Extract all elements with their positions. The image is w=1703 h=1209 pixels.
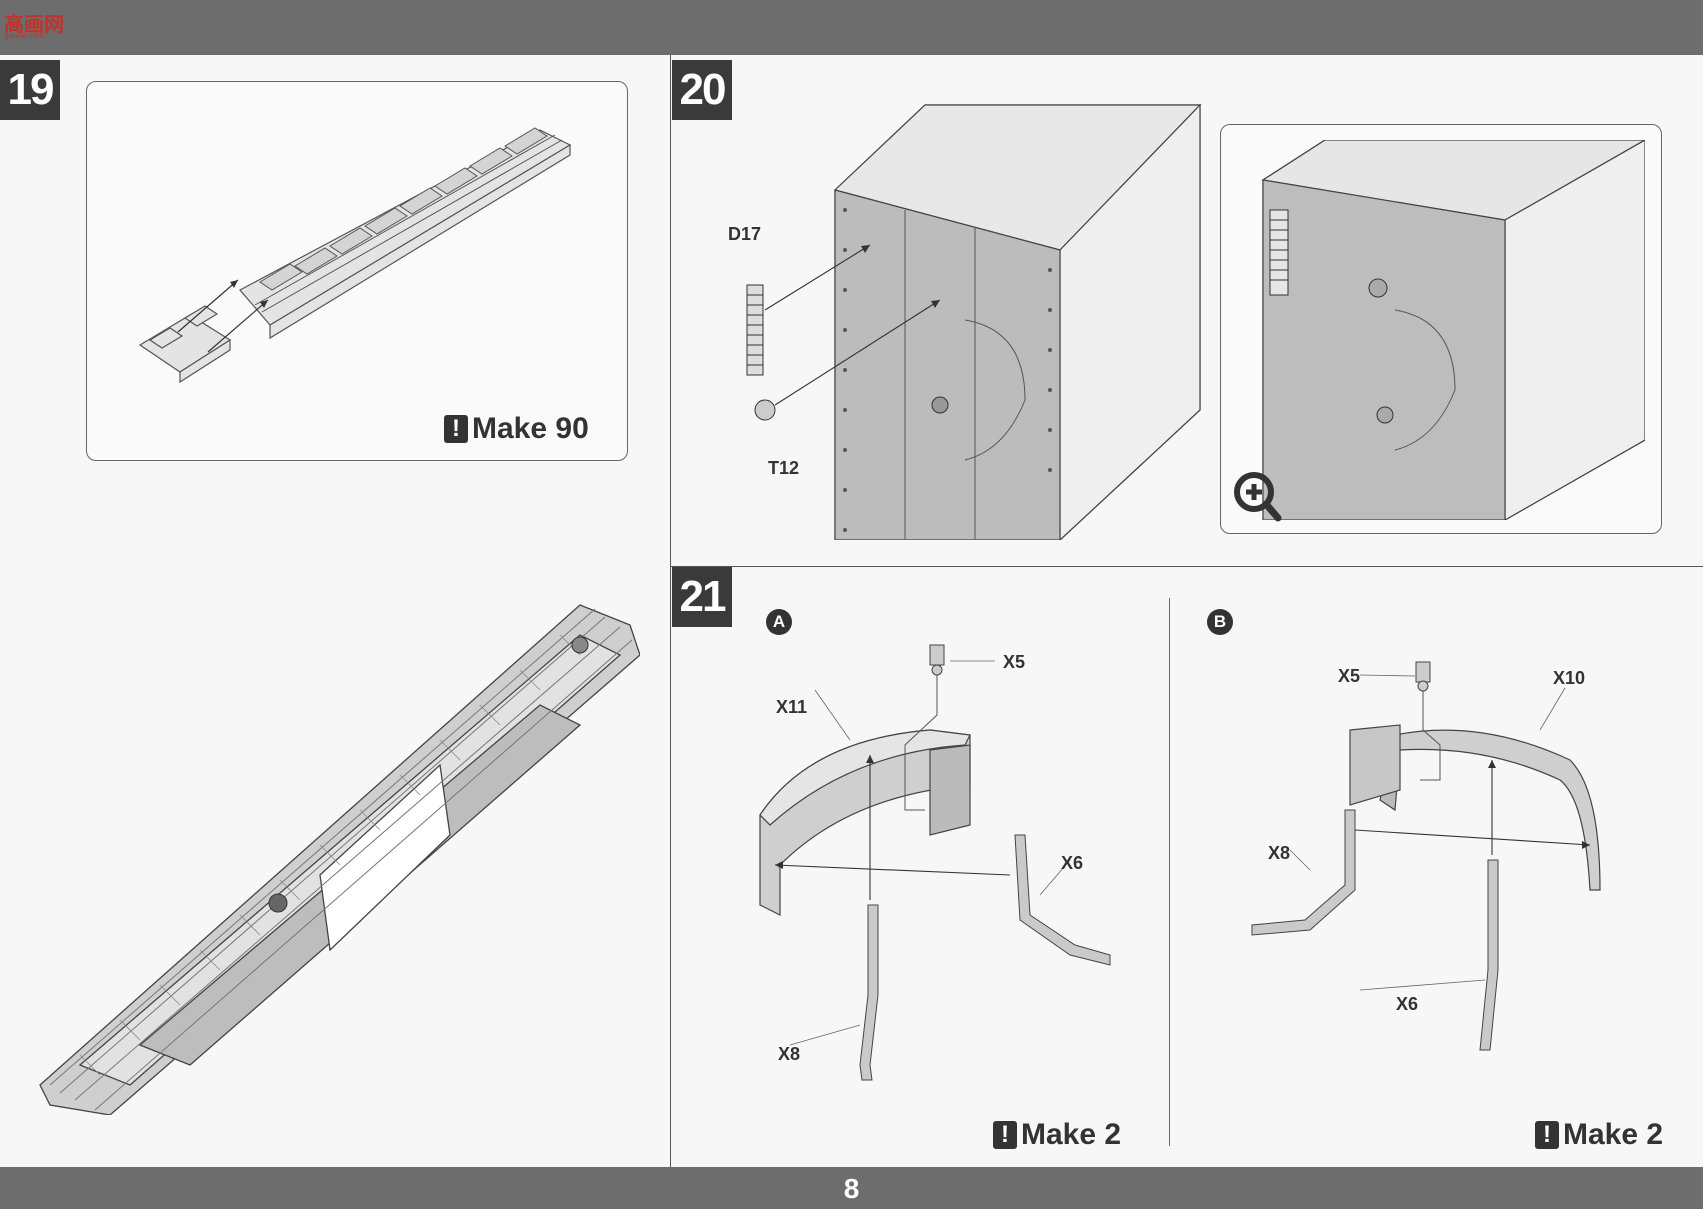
make-90-label: Make 90 xyxy=(472,412,589,445)
header-bar: 高画网 gaohw.com xyxy=(0,0,1703,55)
part-label-d17: D17 xyxy=(728,224,762,244)
zoom-in-icon xyxy=(1234,472,1282,522)
track-link-illustration xyxy=(138,127,572,384)
footer-bar: 8 xyxy=(0,1167,1703,1209)
page-number: 8 xyxy=(843,1173,860,1204)
make-2-label-a: Make 2 xyxy=(1021,1118,1122,1151)
site-logo: 高画网 gaohw.com xyxy=(4,6,68,46)
tank-hull-illustration xyxy=(39,604,640,1115)
make-2-label-b: Make 2 xyxy=(1563,1118,1664,1151)
make-2-note-a: ! Make 2 xyxy=(993,1118,1121,1152)
substep-b-illustration xyxy=(1251,661,1601,1051)
part-label-a-x6: X6 xyxy=(1061,853,1084,873)
part-label-t12: T12 xyxy=(768,458,800,478)
hull-section-illustration xyxy=(746,103,1202,540)
step-number-19: 19 xyxy=(0,60,60,120)
divider-horizontal xyxy=(670,566,1703,567)
step-number-21: 21 xyxy=(672,567,732,627)
divider-vertical xyxy=(670,55,671,1167)
make-2-note-b: ! Make 2 xyxy=(1535,1118,1663,1152)
substep-a-illustration xyxy=(759,644,1111,1081)
part-label-a-x11: X11 xyxy=(776,697,808,717)
part-label-b-x5: X5 xyxy=(1338,666,1361,686)
part-label-a-x5: X5 xyxy=(1003,652,1026,672)
part-label-a-x8: X8 xyxy=(778,1044,801,1064)
part-label-b-x8: X8 xyxy=(1268,843,1291,863)
hull-detail-illustration xyxy=(1261,140,1645,520)
warning-icon: ! xyxy=(993,1121,1017,1149)
substep-b-marker: B xyxy=(1207,609,1233,635)
substep-a-marker: A xyxy=(766,609,792,635)
logo-text: 高画网 xyxy=(4,12,64,36)
warning-icon: ! xyxy=(444,415,468,443)
part-label-b-x6: X6 xyxy=(1396,994,1419,1014)
step-number-20: 20 xyxy=(672,60,732,120)
part-label-b-x10: X10 xyxy=(1553,668,1586,688)
divider-substep xyxy=(1169,598,1170,1146)
make-90-note: ! Make 90 xyxy=(444,412,589,446)
warning-icon: ! xyxy=(1535,1121,1559,1149)
logo-subtext: gaohw.com xyxy=(4,32,44,40)
